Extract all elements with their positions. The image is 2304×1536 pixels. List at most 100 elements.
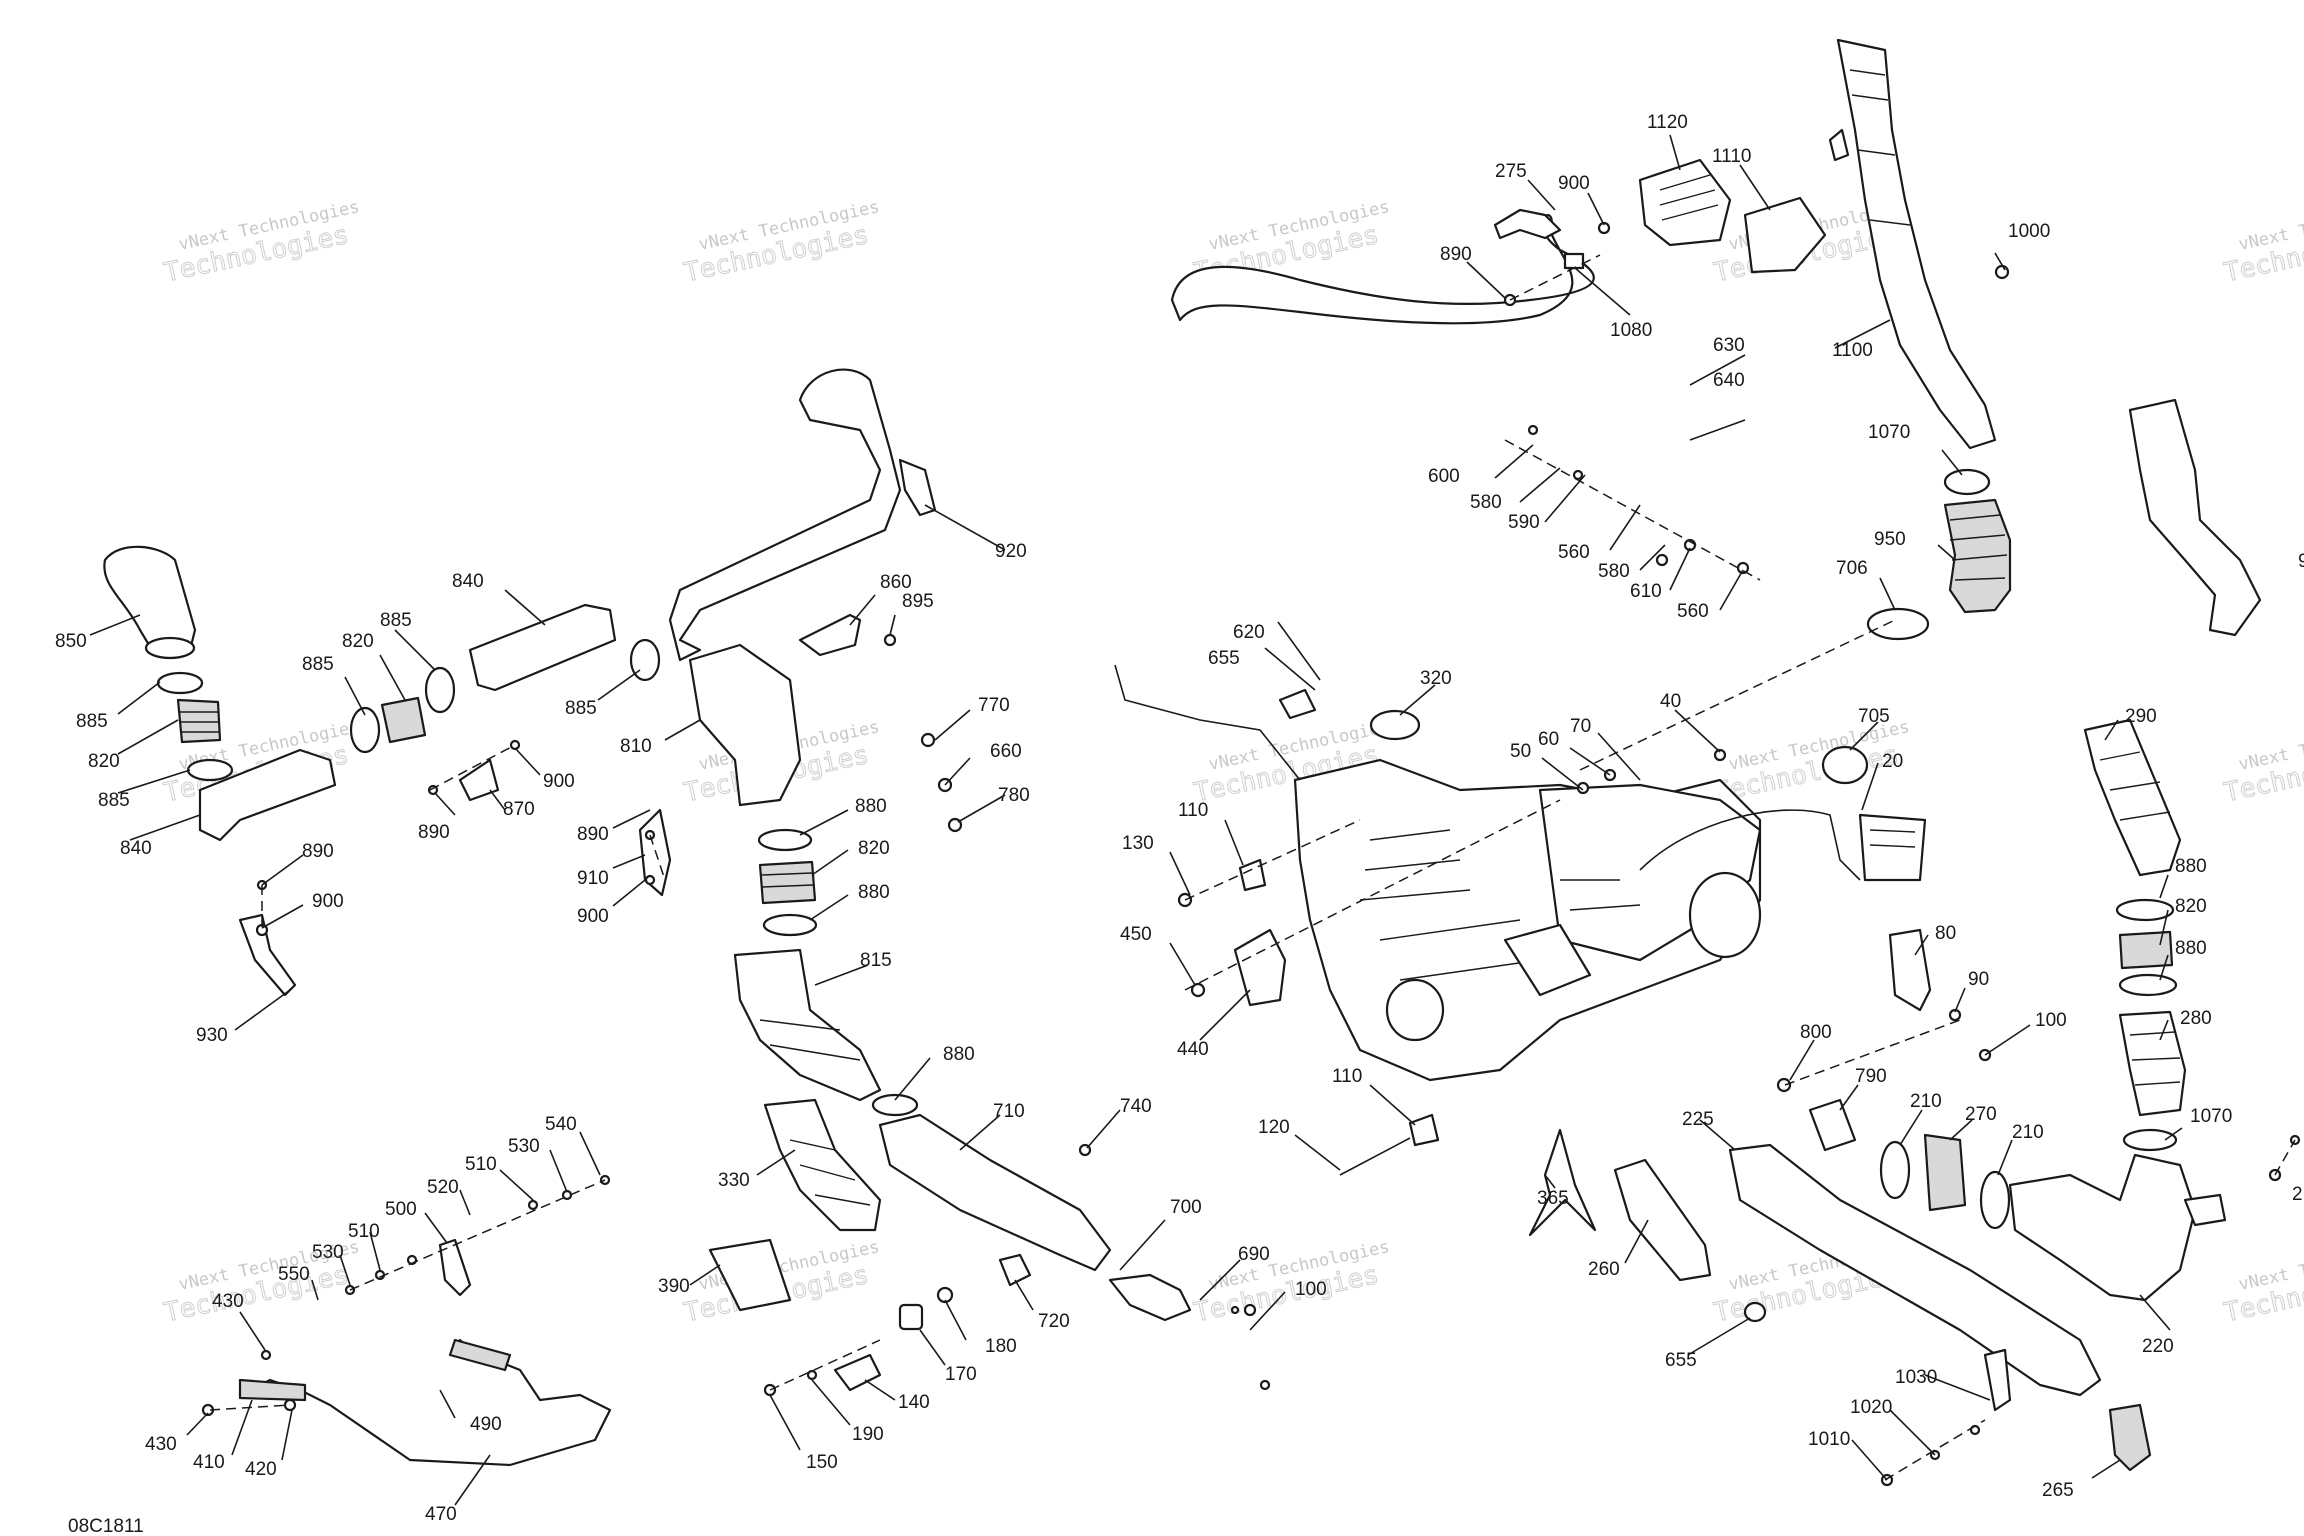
callout-label: 770	[978, 695, 1010, 716]
duct-920	[668, 368, 902, 662]
gasket-655	[1278, 688, 1317, 720]
ring-705	[1821, 745, 1869, 785]
callout-label: 440	[1177, 1039, 1209, 1060]
bracket-720	[998, 1253, 1032, 1287]
callout-label: 1000	[2008, 221, 2050, 242]
callout-label: 590	[1508, 512, 1540, 533]
callout-label: 890	[577, 824, 609, 845]
bushing-110	[1238, 858, 1267, 892]
callout-label: 190	[852, 1424, 884, 1445]
callout-label: 280	[2180, 1008, 2212, 1029]
coupler-270	[1923, 1133, 1967, 1212]
cover-1110	[1743, 196, 1827, 274]
assembly-axis	[1504, 439, 1761, 581]
callout-label: 870	[503, 799, 535, 820]
clamp-706	[1866, 607, 1930, 641]
assembly-axis	[429, 744, 516, 791]
callout-label: 690	[1238, 1244, 1270, 1265]
callout-label: 815	[860, 950, 892, 971]
callout-label: 550	[278, 1264, 310, 1285]
hose-clip-275	[1493, 208, 1562, 240]
panel-390	[708, 1238, 792, 1312]
callout-label: 275	[1495, 161, 1527, 182]
ring-790	[1808, 1098, 1857, 1152]
callout-label: 1070	[1868, 422, 1910, 443]
intake-duct-1100	[1836, 38, 1997, 450]
watermark: vNext Technologies Technologies	[2221, 1237, 2304, 1329]
callout-label: 1110	[1712, 146, 1751, 167]
callout-label: 520	[427, 1177, 459, 1198]
callout-label: 40	[1660, 691, 1681, 712]
callout-label: 710	[993, 1101, 1025, 1122]
callout-label: 885	[380, 610, 412, 631]
callout-label: 706	[1836, 558, 1868, 579]
duct-bracket	[1828, 128, 1850, 162]
callout-label: 110	[1332, 1066, 1362, 1087]
clamp-885	[424, 666, 456, 714]
clamp-880	[757, 828, 813, 852]
engine-assembly	[1293, 758, 1762, 1082]
callout-label: 780	[998, 785, 1030, 806]
parts	[103, 38, 2301, 1487]
boot-280	[2118, 1010, 2187, 1117]
callout-label: 800	[1800, 1022, 1832, 1043]
boot-330	[763, 1098, 882, 1232]
callout-label: 820	[88, 751, 120, 772]
boot-815	[733, 948, 882, 1102]
callout-label: 120	[1258, 1117, 1290, 1138]
callout-label: 740	[1120, 1096, 1152, 1117]
callout-label: 260	[1588, 1259, 1620, 1280]
callout-label: 720	[1038, 1311, 1070, 1332]
duct-225	[1728, 1143, 2102, 1397]
callout-label: 820	[2175, 896, 2207, 917]
callout-label: 530	[508, 1136, 540, 1157]
elbow-700	[1108, 1273, 1192, 1322]
callout-label: 60	[1538, 729, 1559, 750]
callout-label: 2	[2292, 1184, 2303, 1205]
clamp-885	[144, 636, 196, 660]
hose-clamp-1080	[1563, 252, 1585, 270]
callout-label: 560	[1558, 542, 1590, 563]
callout-label: 265	[2042, 1480, 2074, 1501]
callout-label: 70	[1570, 716, 1591, 737]
boot-290	[2083, 718, 2182, 877]
callout-label: 860	[880, 572, 912, 593]
bushing-170	[898, 1303, 924, 1331]
pipe-220	[2008, 1153, 2197, 1302]
callout-label: 920	[995, 541, 1027, 562]
bracket-1120	[1638, 158, 1732, 247]
callout-label: 90	[1968, 969, 1989, 990]
callout-label: 270	[1965, 1104, 1997, 1125]
bracket-870	[458, 758, 500, 802]
assembly-axis	[769, 1339, 881, 1391]
clamp-880	[762, 913, 818, 937]
callout-label: 290	[2125, 706, 2157, 727]
watermark: vNext Technologies Technologies	[1191, 1237, 1391, 1329]
callout-label: 880	[855, 796, 887, 817]
assembly-axis	[2274, 1139, 2296, 1176]
intake-duct-right	[2128, 398, 2262, 637]
callout-label: 900	[577, 906, 609, 927]
callout-label: 840	[452, 571, 484, 592]
callout-label: 1100	[1832, 340, 1873, 361]
boot-950	[1943, 498, 2012, 614]
cable-fitting-410	[238, 1378, 307, 1402]
bracket-910	[638, 808, 672, 897]
bracket-1030	[1983, 1348, 2012, 1412]
callout-label: 640	[1713, 370, 1745, 391]
bracket-80	[1888, 928, 1932, 1012]
callout-labels: 1120 1110 275 900 890 1080 1000 1100 630…	[55, 112, 2304, 1525]
callout-label: 180	[985, 1336, 1017, 1357]
clamp-1070	[2122, 1128, 2178, 1152]
callout-label: 900	[312, 891, 344, 912]
clamp-880	[871, 1093, 919, 1117]
assembly-axis	[1184, 799, 1561, 991]
callout-label: 705	[1858, 706, 1890, 727]
callout-label: 930	[196, 1025, 228, 1046]
coupler-820	[2118, 930, 2174, 970]
callout-label: 950	[1874, 529, 1906, 550]
callout-label: 430	[212, 1291, 244, 1312]
ring-210	[1879, 1140, 1911, 1200]
y-piece-810	[688, 643, 802, 807]
wiring-harness	[1114, 664, 1861, 881]
